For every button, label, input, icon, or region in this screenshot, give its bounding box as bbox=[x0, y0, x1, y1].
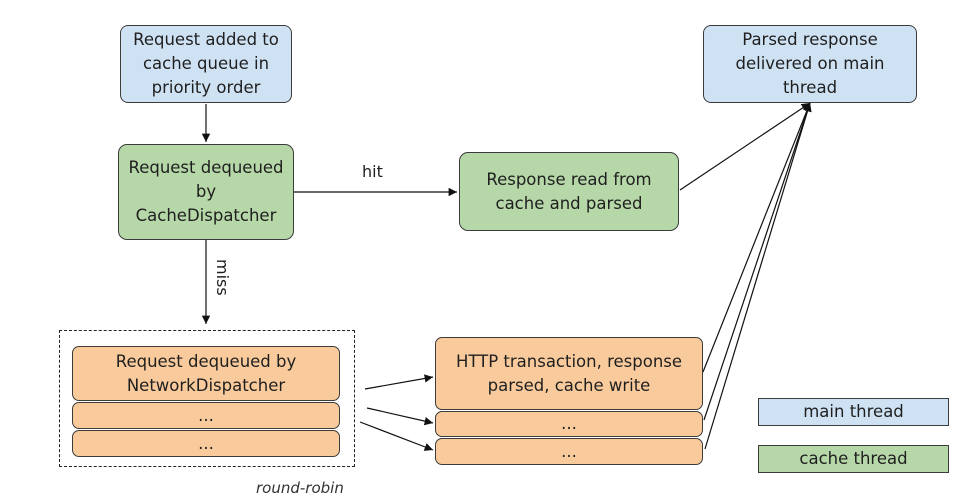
node-http-transaction-3: ... bbox=[435, 438, 703, 465]
node-network-dispatch-3-text: ... bbox=[198, 433, 214, 453]
edge-http-to-delivered-3 bbox=[704, 102, 812, 450]
edge-label-miss: miss bbox=[213, 259, 232, 296]
edge-net-to-http-3 bbox=[359, 421, 434, 451]
edge-http-to-delivered-1 bbox=[702, 102, 811, 373]
node-delivered: Parsed response delivered on main thread bbox=[703, 25, 917, 103]
edge-label-hit: hit bbox=[362, 162, 383, 181]
node-cache-read-text: Response read from cache and parsed bbox=[486, 169, 652, 213]
node-network-dispatch-2-text: ... bbox=[198, 405, 214, 425]
node-cache-dispatch: Request dequeued by CacheDispatcher bbox=[118, 144, 294, 240]
edge-net-to-http-2 bbox=[366, 407, 434, 426]
node-delivered-text: Parsed response delivered on main thread bbox=[735, 30, 885, 97]
edge-cache-read-to-delivered bbox=[679, 102, 811, 191]
node-http-transaction-2-text: ... bbox=[561, 414, 577, 433]
node-request-added: Request added to cache queue in priority… bbox=[120, 25, 292, 103]
group-caption: round-robin bbox=[256, 479, 344, 497]
legend-main-thread: main thread bbox=[758, 398, 949, 426]
node-request-added-text: Request added to cache queue in priority… bbox=[133, 30, 279, 97]
node-cache-dispatch-text: Request dequeued by CacheDispatcher bbox=[128, 158, 284, 225]
node-network-dispatch-text: Request dequeued by NetworkDispatcher bbox=[115, 351, 297, 395]
legend-main-thread-text: main thread bbox=[803, 402, 904, 421]
node-http-transaction-text: HTTP transaction, response parsed, cache… bbox=[455, 351, 683, 395]
node-network-dispatch: Request dequeued by NetworkDispatcher bbox=[72, 346, 340, 401]
legend-cache-thread-text: cache thread bbox=[799, 449, 908, 468]
edge-net-to-http-1 bbox=[364, 374, 434, 390]
node-network-dispatch-2: ... bbox=[72, 402, 340, 429]
edge-http-to-delivered-2 bbox=[703, 102, 812, 421]
node-network-dispatch-3: ... bbox=[72, 430, 340, 457]
node-http-transaction-2: ... bbox=[435, 411, 703, 437]
node-http-transaction-3-text: ... bbox=[561, 441, 577, 461]
legend-cache-thread: cache thread bbox=[758, 445, 949, 473]
network-dispatcher-group bbox=[59, 330, 355, 467]
node-http-transaction: HTTP transaction, response parsed, cache… bbox=[435, 337, 703, 410]
node-cache-read: Response read from cache and parsed bbox=[459, 152, 679, 231]
